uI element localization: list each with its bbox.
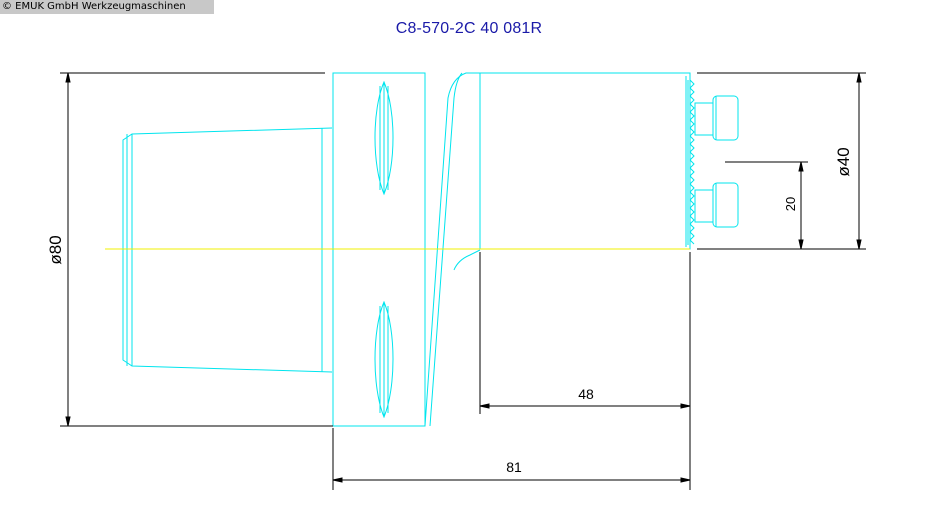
copyright-banner: © EMUK GmbH Werkzeugmaschinen [0, 0, 214, 14]
clamp-screw-lower [694, 182, 739, 228]
dim-diameter-40: ø40 [834, 147, 853, 176]
drawing-title: C8-570-2C 40 081R [395, 20, 543, 37]
body-transition [424, 72, 480, 427]
dim-length-81: 81 [506, 459, 522, 475]
grip-recess-upper [374, 80, 394, 196]
dim-length-48: 48 [578, 386, 594, 402]
tool-head [480, 72, 691, 250]
dim-offset-20: 20 [783, 197, 798, 211]
clamp-screw-upper [694, 95, 739, 141]
shank [122, 127, 333, 373]
dimension-lines [60, 72, 866, 490]
serration [685, 76, 695, 247]
dim-diameter-80: ø80 [46, 235, 65, 264]
grip-recess-lower [374, 300, 394, 419]
